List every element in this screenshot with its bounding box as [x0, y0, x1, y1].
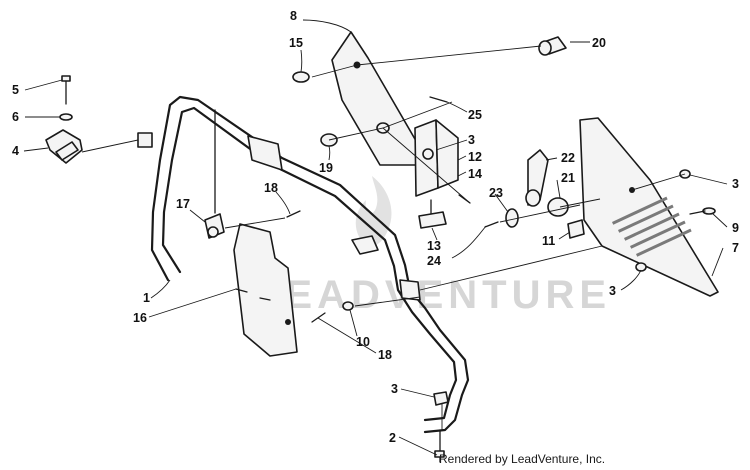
callout-18-upper: 18: [264, 181, 278, 195]
bracket-12: [414, 119, 459, 197]
callout-3: 3: [468, 133, 475, 147]
bolt-5: [61, 75, 71, 105]
rivet-24: [484, 221, 499, 228]
washer-10: [342, 301, 354, 311]
clip-11: [567, 219, 585, 239]
callout-2: 2: [389, 431, 396, 445]
callout-24: 24: [427, 254, 441, 268]
callout-13: 13: [427, 239, 441, 253]
callout-1: 1: [143, 291, 150, 305]
callout-18-lower: 18: [378, 348, 392, 362]
grommet-15: [292, 71, 310, 83]
assembly-lines: [81, 45, 686, 430]
callout-8: 8: [290, 9, 297, 23]
louvers: [612, 196, 692, 257]
callout-6: 6: [12, 110, 19, 124]
spacer-21: [547, 197, 569, 217]
watermark: LEADVENTURE: [256, 176, 611, 317]
frame-tube-1: [137, 95, 470, 434]
callout-10: 10: [356, 335, 370, 349]
lower-plate-16: [233, 223, 298, 357]
callout-9: 9: [732, 221, 739, 235]
callout-21: 21: [561, 171, 575, 185]
nut-3d: [433, 391, 449, 406]
callout-25: 25: [468, 108, 482, 122]
flame-icon: [355, 176, 392, 248]
tab-13: [418, 199, 447, 229]
callout-22: 22: [561, 151, 575, 165]
callout-leaders: [23, 19, 728, 456]
washer-6: [59, 113, 73, 121]
callout-12: 12: [468, 150, 482, 164]
callout-17: 17: [176, 197, 190, 211]
rivet-18a: [286, 210, 301, 218]
side-panel-7: [579, 117, 719, 297]
nut-3a: [422, 148, 434, 160]
callout-14: 14: [468, 167, 482, 181]
credit-text: Rendered by LeadVenture, Inc.: [439, 452, 606, 466]
callout-3-right: 3: [732, 177, 739, 191]
callout-15: 15: [289, 36, 303, 50]
clamp-4: [45, 129, 83, 164]
watermark-text: LEADVENTURE: [256, 273, 611, 317]
callout-4: 4: [12, 144, 19, 158]
screw-9: [689, 207, 716, 215]
callout-3-lower: 3: [391, 382, 398, 396]
callout-20: 20: [592, 36, 606, 50]
bushing-17: [204, 213, 225, 239]
nut-3c: [635, 262, 647, 272]
callout-5: 5: [12, 83, 19, 97]
callout-23: 23: [489, 186, 503, 200]
callout-11: 11: [542, 234, 555, 248]
callout-7: 7: [732, 241, 739, 255]
callout-16: 16: [133, 311, 147, 325]
rivet-18b: [311, 312, 326, 323]
callout-19: 19: [319, 161, 333, 175]
nut-20: [538, 36, 567, 56]
callout-3-panel: 3: [609, 284, 616, 298]
lever-22: [525, 149, 549, 207]
callout-labels: 8 15 20 5 6 4 25 3 19 12 22 14 21 23 17 …: [12, 9, 739, 445]
rivet-25: [429, 96, 448, 103]
